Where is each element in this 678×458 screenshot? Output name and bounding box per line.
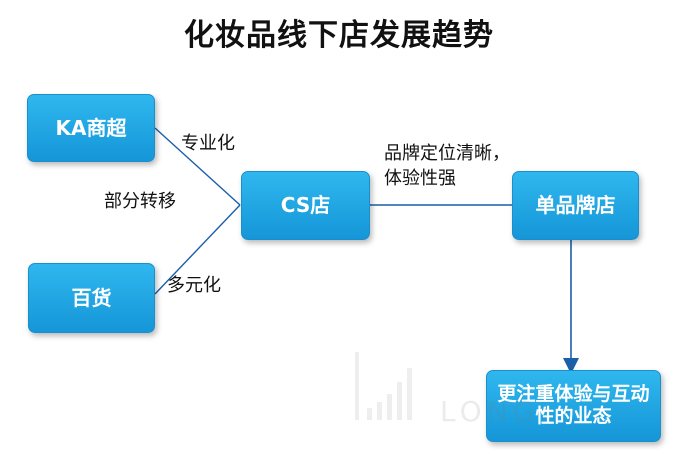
node-cs-store: CS店	[241, 171, 370, 240]
edge-ka-to-cs	[154, 127, 241, 206]
node-experience-format: 更注重体验与互动性的业态	[486, 370, 661, 442]
label-partial-shift: 部分转移	[104, 191, 176, 212]
node-department-store: 百货	[28, 263, 155, 333]
edge-dept-to-cs	[154, 204, 241, 295]
label-diversification: 多元化	[167, 275, 221, 296]
node-ka-supermarket: KA商超	[27, 94, 155, 162]
label-specialization: 专业化	[181, 133, 235, 154]
watermark-logo	[355, 352, 412, 420]
label-brand-positioning: 品牌定位清晰，	[384, 143, 510, 164]
node-single-brand-store: 单品牌店	[512, 171, 639, 240]
label-strong-experience: 体验性强	[384, 168, 456, 189]
diagram-title: 化妆品线下店发展趋势	[184, 18, 494, 53]
watermark-text: LONG	[440, 395, 540, 428]
